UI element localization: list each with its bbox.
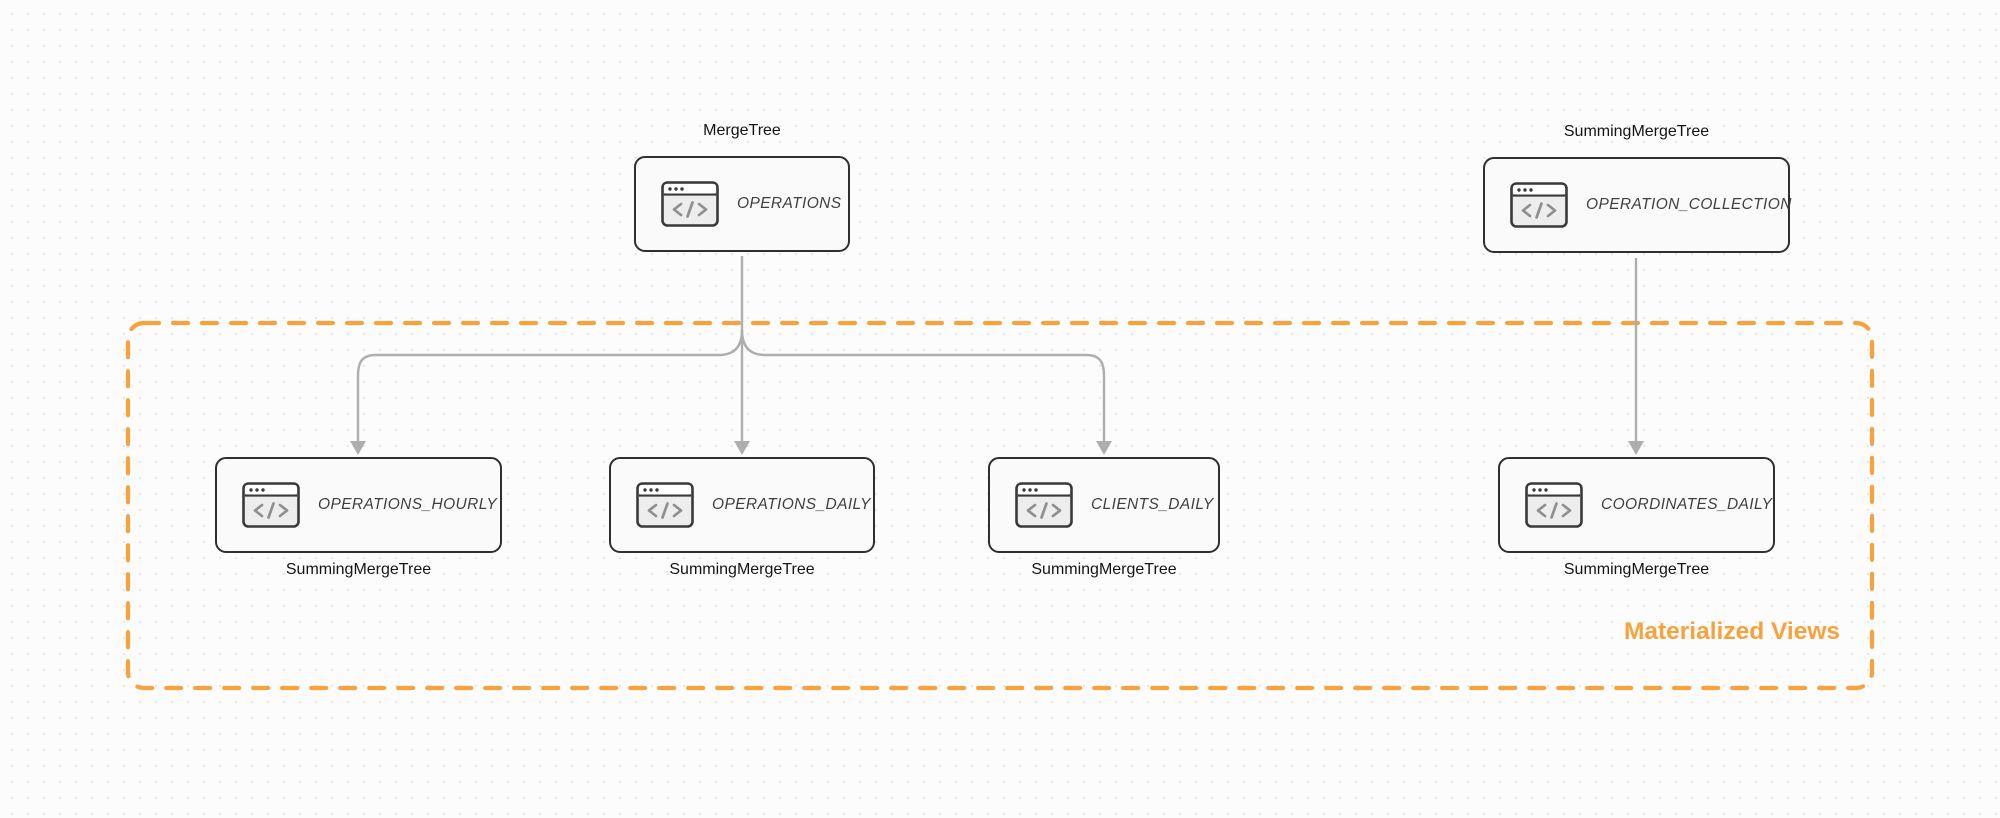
engine-label-operations: MergeTree	[703, 122, 781, 139]
table-name: OPERATIONS	[737, 195, 842, 212]
table-name: COORDINATES_DAILY	[1601, 496, 1773, 513]
engine-label-operations-daily: SummingMergeTree	[669, 561, 815, 578]
arrowhead-icon	[1628, 441, 1644, 455]
node-operations-hourly[interactable]: OPERATIONS_HOURLY	[215, 457, 502, 553]
code-window-icon	[1525, 482, 1583, 528]
arrowhead-icon	[350, 441, 366, 455]
code-window-icon	[242, 482, 300, 528]
node-coordinates-daily[interactable]: COORDINATES_DAILY	[1498, 457, 1775, 553]
node-operations[interactable]: OPERATIONS	[634, 156, 850, 252]
node-operations-daily[interactable]: OPERATIONS_DAILY	[609, 457, 875, 553]
engine-label-operation-collection: SummingMergeTree	[1563, 123, 1710, 140]
engine-label-clients-daily: SummingMergeTree	[1031, 561, 1177, 578]
arrowhead-icon	[734, 441, 750, 455]
code-window-icon	[1015, 482, 1073, 528]
code-window-icon	[661, 181, 719, 227]
edge-operations-to-operations-hourly	[356, 329, 744, 444]
table-name: OPERATION_COLLECTION	[1586, 196, 1792, 213]
code-window-icon	[636, 482, 694, 528]
code-window-icon	[1510, 182, 1568, 228]
node-operation-collection[interactable]: OPERATION_COLLECTION	[1483, 157, 1792, 253]
materialized-views-label: Materialized Views	[1623, 618, 1840, 645]
table-name: OPERATIONS_HOURLY	[318, 496, 498, 513]
node-clients-daily[interactable]: CLIENTS_DAILY	[988, 457, 1220, 553]
edge-operations-to-clients-daily	[740, 329, 1106, 444]
table-name: CLIENTS_DAILY	[1091, 496, 1214, 513]
arrowhead-icon	[1096, 441, 1112, 455]
table-name: OPERATIONS_DAILY	[712, 496, 871, 513]
engine-label-coordinates-daily: SummingMergeTree	[1563, 561, 1710, 578]
engine-label-operations-hourly: SummingMergeTree	[285, 561, 432, 578]
